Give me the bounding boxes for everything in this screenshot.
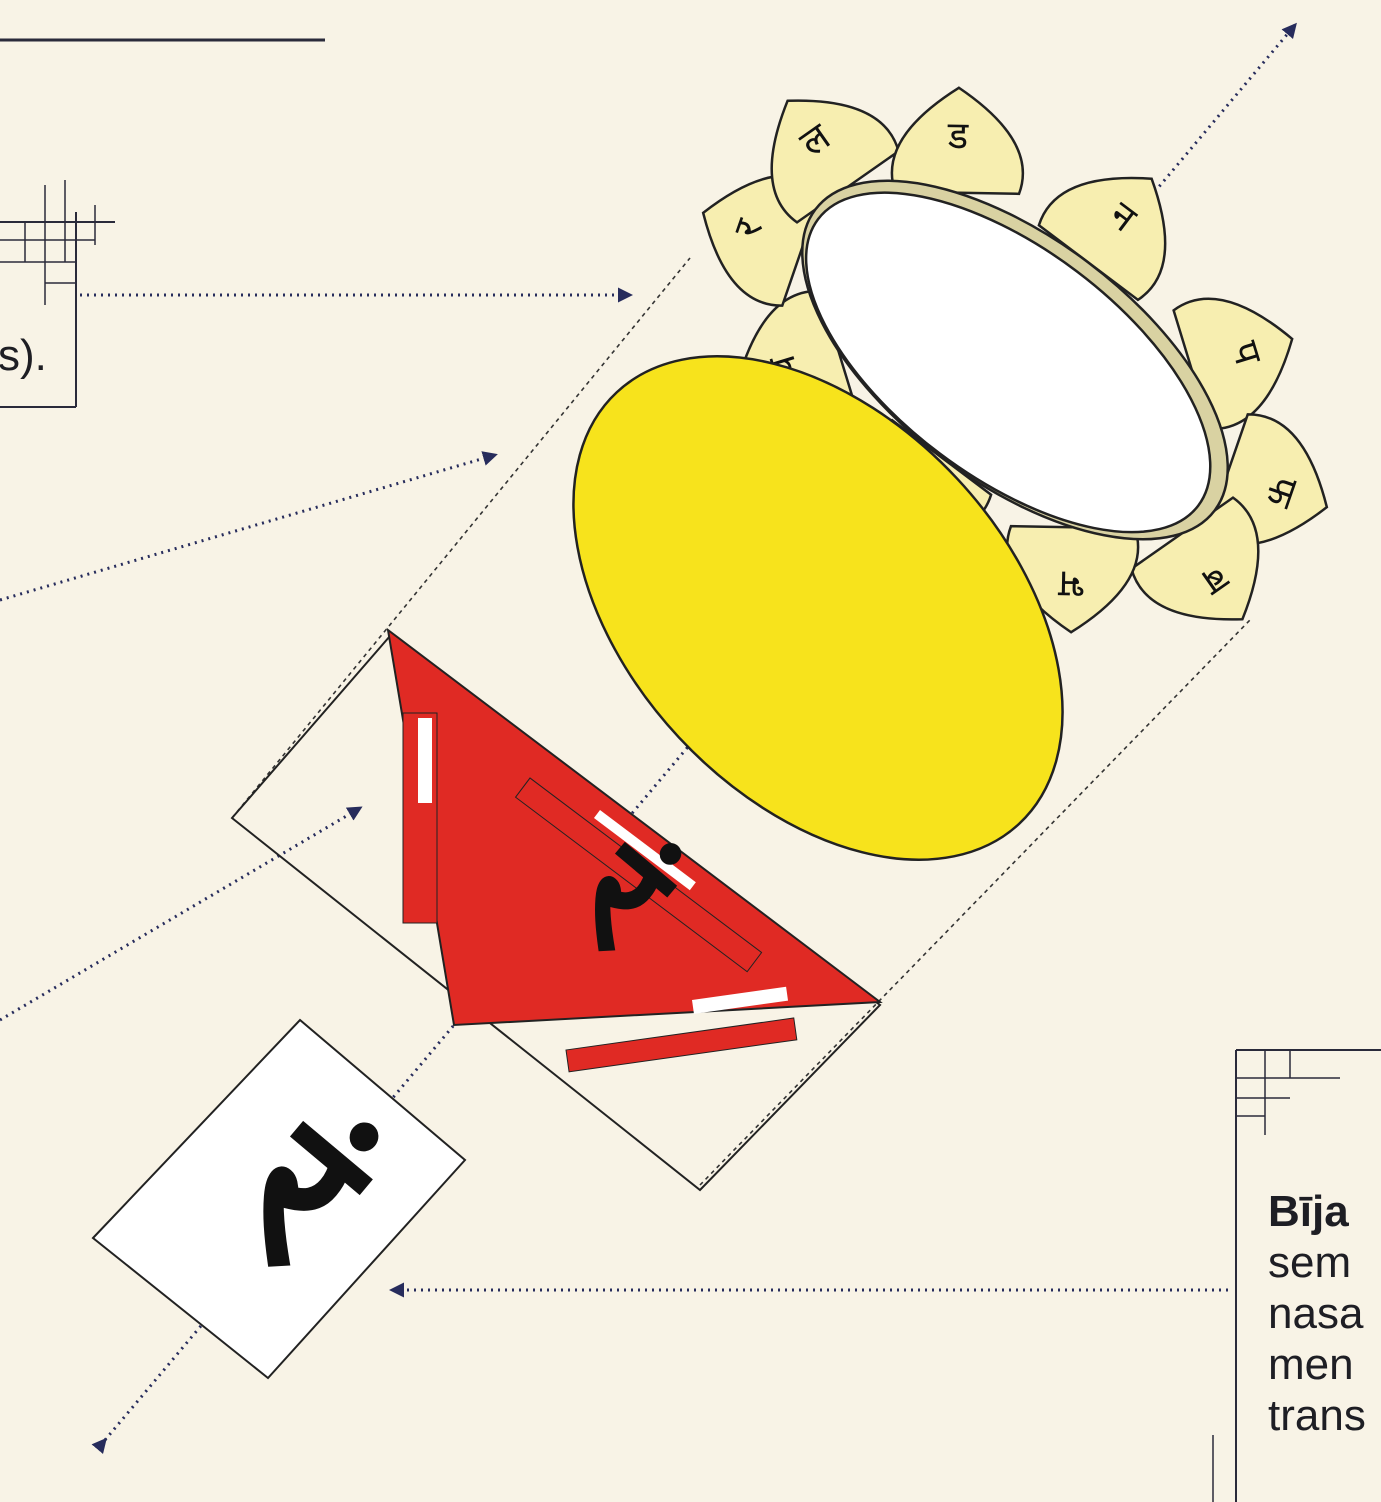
right-callout-line: nasa	[1268, 1288, 1366, 1339]
petal-letter: ड	[946, 113, 969, 157]
right-callout-line: sem	[1268, 1237, 1366, 1288]
right-callout-line: men	[1268, 1339, 1366, 1390]
right-callout-line: trans	[1268, 1390, 1366, 1441]
petal-letter: भ	[1057, 562, 1086, 606]
left-callout-text: s).	[0, 330, 47, 381]
right-callout-text: Bīja sem nasa men trans	[1268, 1186, 1366, 1441]
right-callout-title: Bīja	[1268, 1186, 1366, 1237]
bija-square: रं	[93, 1020, 465, 1378]
triangle-gate-bottom	[566, 1018, 797, 1072]
